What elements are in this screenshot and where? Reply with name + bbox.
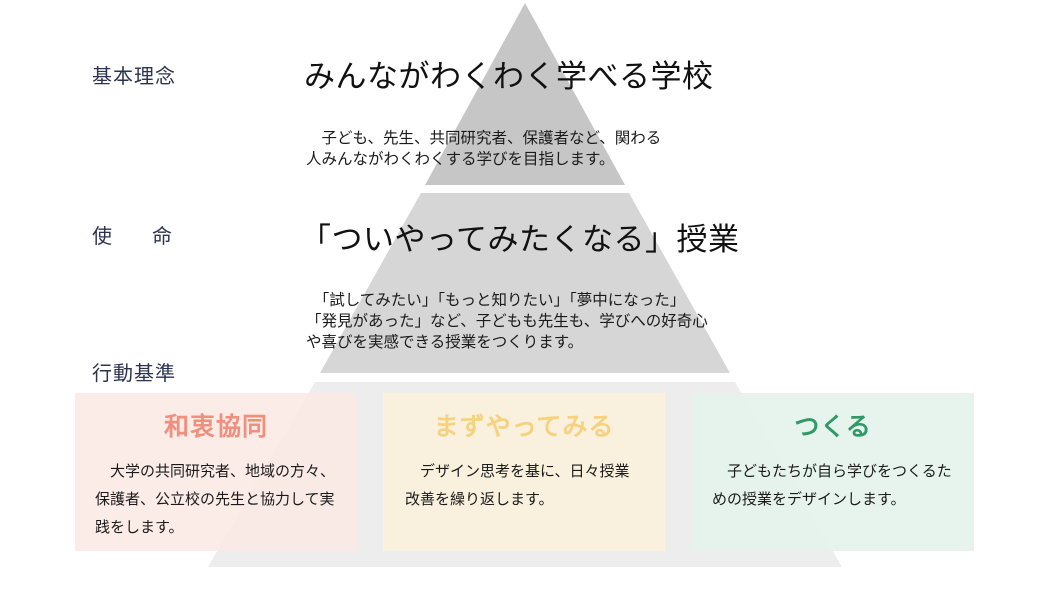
label-philosophy: 基本理念 — [92, 64, 176, 88]
philosophy-description: 子ども、先生、共同研究者、保護者など、関わる 人みんながわくわくする学びを目指し… — [306, 128, 661, 170]
mission-desc-line: 「試してみたい」「もっと知りたい」「夢中になった」 — [306, 291, 686, 309]
card-text: デザイン思考を基に、日々授業改善を繰り返します。 — [405, 462, 630, 508]
label-mission: 使 命 — [92, 224, 172, 248]
mission-desc-line: や喜びを実感できる授業をつくります。 — [306, 333, 584, 351]
card-title: つくる — [794, 412, 872, 441]
conduct-card-try-first: まずやってみる デザイン思考を基に、日々授業改善を繰り返します。 — [383, 393, 665, 551]
card-title: 和衷協同 — [163, 412, 268, 441]
card-text: 子どもたちが自ら学びをつくるための授業をデザインします。 — [712, 462, 952, 508]
mission-heading: 「ついやってみたくなる」授業 — [300, 222, 740, 258]
card-title: まずやってみる — [433, 412, 615, 441]
conduct-card-create: つくる 子どもたちが自ら学びをつくるための授業をデザインします。 — [692, 393, 974, 551]
philosophy-desc-line: 子ども、先生、共同研究者、保護者など、関わる — [306, 129, 662, 147]
card-text: 大学の共同研究者、地域の方々、保護者、公立校の先生と協力して実践をします。 — [95, 462, 336, 536]
pyramid-top-tier — [425, 3, 625, 185]
philosophy-desc-line: 人みんながわくわくする学びを目指します。 — [306, 150, 615, 168]
pyramid-middle-tier — [320, 193, 730, 373]
conduct-card-collaboration: 和衷協同 大学の共同研究者、地域の方々、保護者、公立校の先生と協力して実践をしま… — [75, 393, 357, 551]
label-conduct: 行動基準 — [92, 361, 176, 385]
mission-description: 「試してみたい」「もっと知りたい」「夢中になった」 「発見があった」など、子ども… — [306, 290, 708, 353]
philosophy-heading: みんながわくわく学べる学校 — [304, 59, 714, 95]
mission-desc-line: 「発見があった」など、子どもも先生も、学びへの好奇心 — [306, 312, 708, 330]
